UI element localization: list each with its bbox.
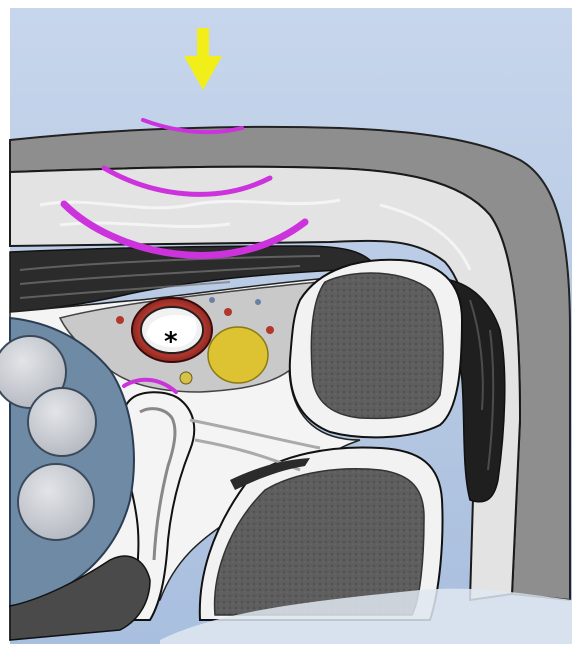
vessel-dot xyxy=(116,316,124,324)
vessel-dot xyxy=(209,297,215,303)
vessel-dot xyxy=(266,326,274,334)
femoral-head-marrow xyxy=(311,273,443,418)
bowel-loop xyxy=(28,388,96,456)
vessel-dot xyxy=(224,308,232,316)
femoral-vein xyxy=(208,327,268,383)
lumen-asterisk: * xyxy=(164,327,178,357)
small-nerve xyxy=(180,372,192,384)
bowel-loop xyxy=(18,464,94,540)
vessel-dot xyxy=(255,299,261,305)
